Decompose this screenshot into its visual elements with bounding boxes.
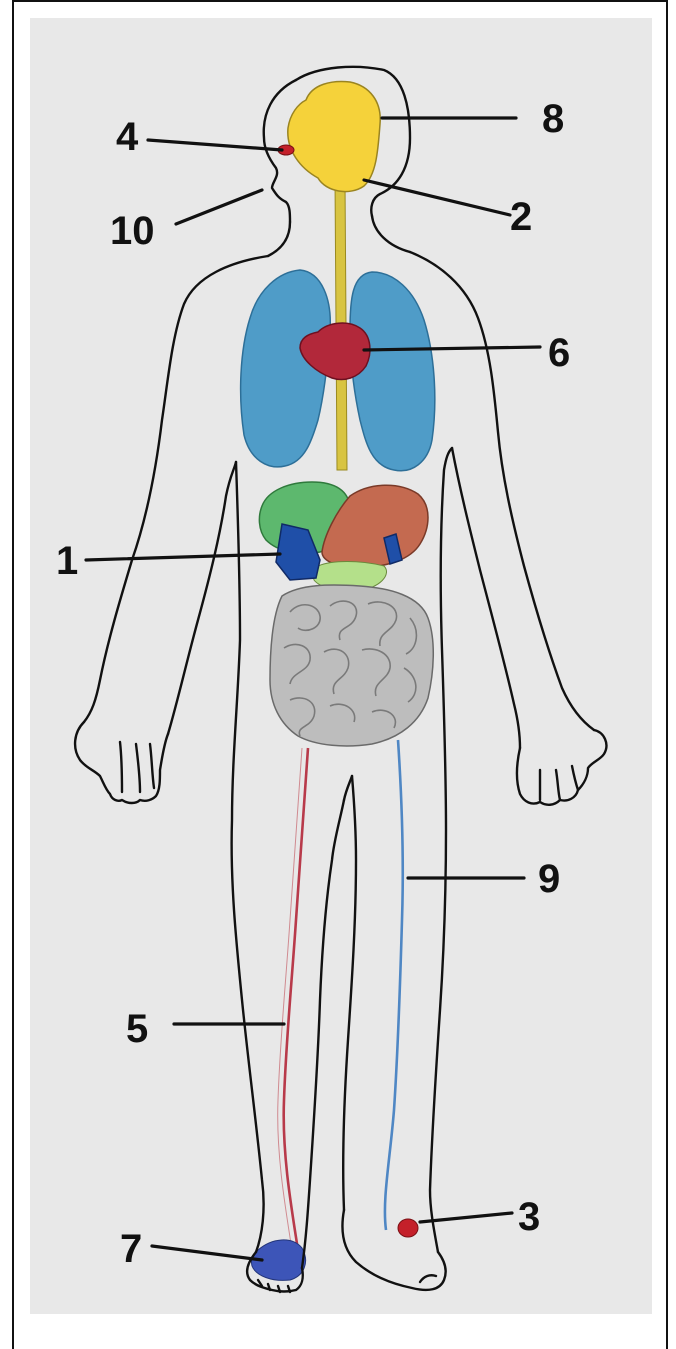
artery: [284, 748, 308, 1250]
intestines: [270, 585, 433, 746]
label-9: 9: [538, 857, 560, 901]
leader-4: [148, 140, 282, 150]
label-10: 10: [110, 209, 155, 253]
leader-10: [176, 190, 262, 224]
label-5: 5: [126, 1007, 148, 1051]
leader-7: [152, 1246, 262, 1260]
label-1: 1: [56, 539, 78, 583]
warm-foot-spot: [398, 1219, 418, 1237]
leader-2: [364, 180, 510, 215]
brain: [288, 82, 380, 192]
label-3: 3: [518, 1195, 540, 1239]
right-lung: [350, 272, 435, 471]
label-6: 6: [548, 331, 570, 375]
leader-1: [86, 554, 280, 560]
label-8: 8: [542, 97, 564, 141]
vein: [385, 740, 403, 1230]
label-7: 7: [120, 1227, 142, 1271]
label-2: 2: [510, 195, 532, 239]
leader-3: [420, 1213, 512, 1222]
label-4: 4: [116, 115, 139, 159]
